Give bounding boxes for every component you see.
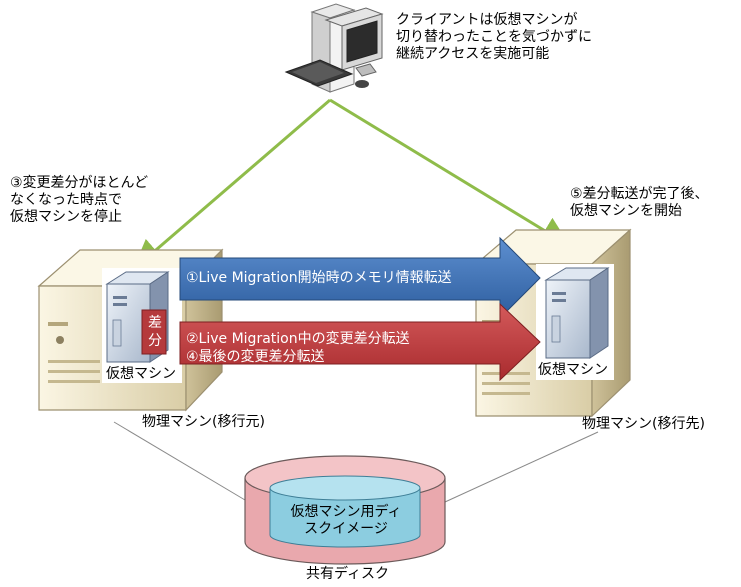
destination-disk-link — [444, 431, 599, 503]
destination-vm-icon — [544, 267, 610, 359]
client-to-destination-line — [329, 98, 571, 247]
diff-badge-box — [141, 309, 167, 355]
client-note-line: 継続アクセスを実施可能 — [396, 46, 550, 62]
diff-transfer-arrow — [179, 302, 541, 382]
disk-image-label: 仮想マシン用ディ スクイメージ — [286, 504, 406, 538]
client-note: クライアントは仮想マシンが 切り替わったことを気づかずに 継続アクセスを実施可能 — [396, 12, 592, 63]
source-note-line: ③変更差分がほとんど — [10, 175, 149, 191]
client-to-source-line — [132, 98, 331, 270]
disk-image-label-line: スクイメージ — [304, 521, 388, 537]
client-note-line: 切り替わったことを気づかずに — [396, 29, 592, 45]
destination-vm-label: 仮想マシン — [538, 362, 608, 378]
shared-disk-label: 共有ディスク — [306, 566, 390, 582]
memory-transfer-arrow — [179, 236, 541, 320]
disk-image-cylinder-icon — [269, 475, 421, 548]
destination-note: ⑤差分転送が完了後、 仮想マシンを開始 — [570, 186, 709, 220]
diff-badge-label: 差分 — [148, 315, 162, 349]
source-note-line: なくなった時点で — [10, 192, 122, 208]
source-disk-link — [113, 421, 246, 501]
destination-note-line: 仮想マシンを開始 — [570, 203, 682, 219]
source-vm-label: 仮想マシン — [106, 366, 176, 382]
destination-note-line: ⑤差分転送が完了後、 — [570, 186, 709, 202]
source-note-line: 仮想マシンを停止 — [10, 209, 122, 225]
destination-host-label: 物理マシン(移行先) — [582, 416, 705, 432]
diff-transfer-label: ②Live Migration中の変更差分転送 — [186, 331, 410, 347]
source-note: ③変更差分がほとんど なくなった時点で 仮想マシンを停止 — [10, 175, 148, 226]
final-diff-transfer-label: ④最後の変更差分転送 — [186, 349, 325, 365]
source-host-label: 物理マシン(移行元) — [142, 414, 265, 430]
client-computer-icon — [284, 3, 384, 93]
disk-image-label-line: 仮想マシン用ディ — [290, 504, 402, 520]
client-note-line: クライアントは仮想マシンが — [396, 12, 578, 28]
client-connection-lines — [132, 98, 571, 270]
memory-transfer-label: ①Live Migration開始時のメモリ情報転送 — [186, 270, 452, 286]
